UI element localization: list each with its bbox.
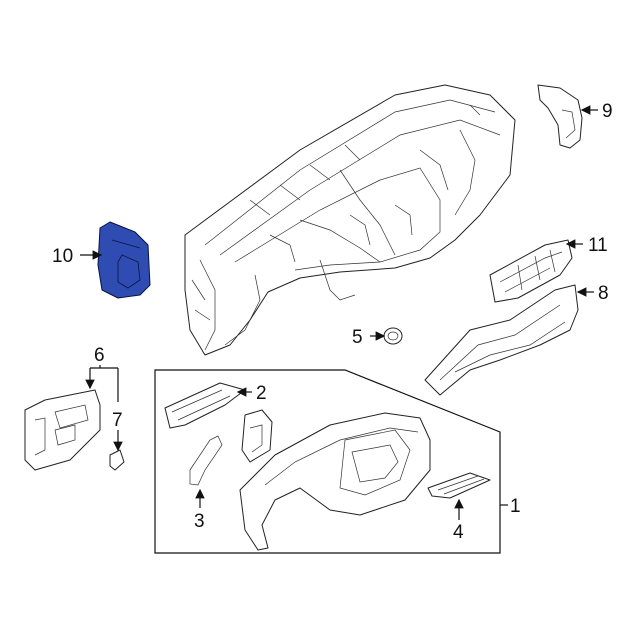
instrument-panel-frame [184, 84, 516, 356]
callout-9: 9 [602, 101, 613, 122]
part-2-trim [164, 382, 246, 429]
part-3-bracket [189, 409, 273, 486]
leader-lines [80, 105, 598, 520]
part-1-lower-trim [239, 412, 431, 551]
callout-3: 3 [194, 511, 205, 532]
part-4-grille [427, 472, 491, 499]
part-10-highlighted [97, 221, 151, 299]
callout-labels: 1 2 3 4 5 6 7 8 9 10 11 [52, 101, 613, 543]
group-box [154, 369, 501, 554]
callout-1: 1 [510, 496, 521, 517]
part-8-trim [424, 284, 579, 396]
callout-10: 10 [52, 246, 73, 267]
callout-11: 11 [588, 235, 608, 256]
callout-6: 6 [94, 345, 105, 366]
part-6-panel [24, 389, 101, 471]
part-11-bracket [489, 239, 573, 303]
callout-2: 2 [256, 383, 267, 404]
callout-8: 8 [598, 283, 609, 304]
part-7-clip [109, 449, 125, 471]
callout-4: 4 [453, 522, 464, 543]
part-5-plug [383, 327, 403, 345]
callout-5: 5 [352, 327, 363, 348]
part-9-bracket [537, 84, 583, 149]
callout-7: 7 [112, 410, 123, 431]
